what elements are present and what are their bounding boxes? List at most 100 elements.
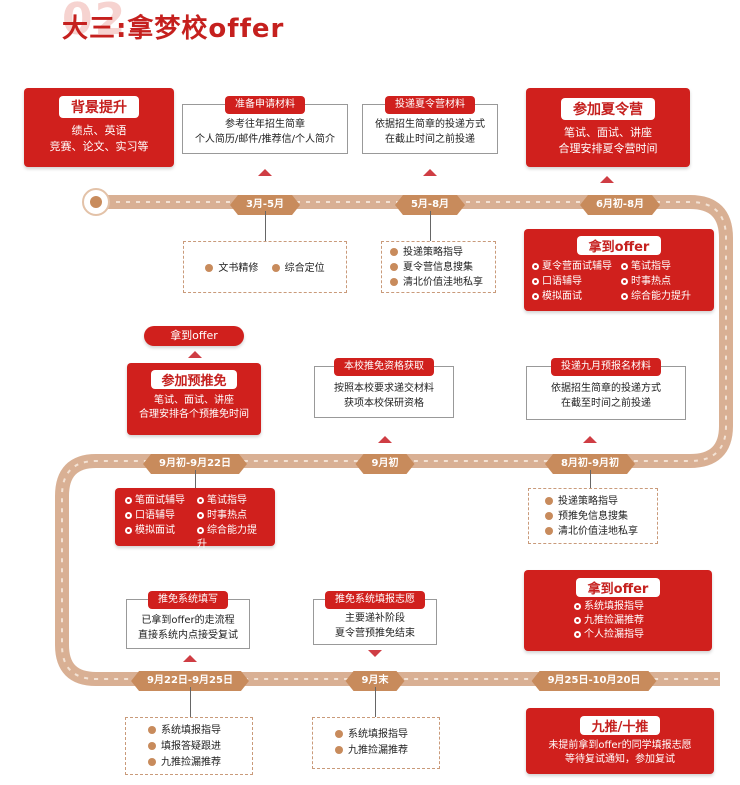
summer-camp-box: 参加夏令营 笔试、面试、讲座 合理安排夏令营时间 [526, 88, 690, 167]
service-box-submit: 投递策略指导 夏令营信息搜集 清北价值洼地私享 [381, 241, 496, 293]
service-item: 口语辅导 [125, 509, 193, 523]
arrow-up-icon [183, 655, 197, 662]
bullet-icon [390, 263, 398, 271]
summer-submit-line1: 依据招生简章的投递方式 [375, 119, 485, 130]
preexempt-line2: 合理安排各个预推免时间 [139, 409, 249, 420]
bullet-icon [335, 730, 343, 738]
arrow-up-icon [583, 436, 597, 443]
bullet-icon [390, 248, 398, 256]
offer-item: 模拟面试 [532, 290, 617, 304]
service-item: 九推捡漏推荐 [335, 743, 439, 759]
arrow-down-icon [368, 650, 382, 657]
arrow-up-icon [188, 351, 202, 358]
arrow-up-icon [600, 176, 614, 183]
offer-item: 综合能力提升 [621, 290, 706, 304]
bullet-icon [532, 278, 539, 285]
prep-materials-tag: 准备申请材料 [225, 96, 305, 114]
background-boost-line1: 绩点、英语 [71, 124, 127, 137]
section-number: 02 [62, 0, 128, 45]
background-boost-line2: 竞赛、论文、实习等 [49, 140, 149, 153]
bullet-icon [125, 497, 132, 504]
timeline-label-sep-early: 9月初 [356, 454, 415, 474]
fill-volunteer-line1: 主要递补阶段 [345, 613, 405, 624]
background-boost-box: 背景提升 绩点、英语 竞赛、论文、实习等 [24, 88, 174, 167]
bullet-icon [125, 527, 132, 534]
bullet-icon [574, 603, 581, 610]
timeline-label-sep-early-22: 9月初-9月22日 [143, 454, 247, 474]
offer-item: 九推捡漏推荐 [574, 614, 712, 628]
arrow-up-icon [258, 169, 272, 176]
bullet-icon [545, 512, 553, 520]
bullet-icon [621, 293, 628, 300]
offer-box-system: 拿到offer 系统填报指导 九推捡漏推荐 个人捡漏指导 [524, 570, 712, 651]
service-item: 清北价值洼地私享 [390, 275, 495, 290]
bullet-icon [148, 726, 156, 734]
preexempt-title: 参加预推免 [151, 370, 237, 389]
service-item: 模拟面试 [125, 524, 193, 552]
service-item: 时事热点 [197, 509, 265, 523]
preexempt-service-box: 笔面试辅导 笔试指导 口语辅导 时事热点 模拟面试 综合能力提升 [115, 488, 275, 550]
preexempt-line1: 笔试、面试、讲座 [154, 395, 234, 406]
connector-line [190, 687, 191, 717]
fill-volunteer-tag: 推免系统填报志愿 [325, 591, 425, 609]
prep-materials-line1: 参考往年招生简章 [225, 119, 305, 130]
sept-submit-tag: 投递九月预报名材料 [551, 358, 661, 376]
bullet-icon [621, 263, 628, 270]
bullet-icon [197, 527, 204, 534]
offer-item: 夏令营面试辅导 [532, 260, 617, 274]
arrow-up-icon [378, 436, 392, 443]
timeline-label-sep22-25: 9月22日-9月25日 [131, 671, 249, 691]
sept-submit-line1: 依据招生简章的投递方式 [551, 383, 661, 394]
connector-line [265, 211, 266, 241]
connector-line [590, 470, 591, 488]
final-round-box: 九推/十推 未提前拿到offer的同学填报志愿 等待复试通知，参加复试 [526, 708, 714, 774]
service-item: 笔试指导 [197, 494, 265, 508]
sept-submit-box: 投递九月预报名材料 依据招生简章的投递方式 在截至时间之前投递 [526, 358, 686, 420]
offer-tag-preexempt: 拿到offer [144, 326, 244, 346]
preexempt-box: 参加预推免 笔试、面试、讲座 合理安排各个预推免时间 [127, 363, 261, 435]
timeline-label-sep25-oct20: 9月25日-10月20日 [532, 671, 657, 691]
service-item: 系统填报指导 [148, 723, 252, 739]
prep-materials-line2: 个人简历/邮件/推荐信/个人简介 [194, 134, 336, 145]
offer-item: 口语辅导 [532, 275, 617, 289]
qualification-box: 本校推免资格获取 按照本校要求递交材料 获项本校保研资格 [314, 358, 454, 418]
system-service-box: 系统填报指导 填报答疑跟进 九推捡漏推荐 [125, 717, 253, 775]
service-item: 填报答疑跟进 [148, 739, 252, 755]
bullet-icon [545, 497, 553, 505]
bullet-icon [621, 278, 628, 285]
service-item: 综合定位 [271, 263, 325, 274]
bullet-icon [574, 617, 581, 624]
bullet-icon [532, 293, 539, 300]
final-round-line1: 未提前拿到offer的同学填报志愿 [548, 740, 692, 751]
sept-submit-line2: 在截至时间之前投递 [561, 398, 651, 409]
offer-item: 系统填报指导 [574, 600, 712, 614]
bullet-icon [545, 527, 553, 535]
connector-line [430, 211, 431, 241]
service-item: 九推捡漏推荐 [148, 755, 252, 771]
bullet-icon [125, 512, 132, 519]
bullet-icon [574, 631, 581, 638]
summer-submit-line2: 在截止时间之前投递 [385, 134, 475, 145]
qualification-line1: 按照本校要求递交材料 [334, 383, 434, 394]
bullet-icon [390, 278, 398, 286]
timeline-label-aug-sep: 8月初-9月初 [545, 454, 635, 474]
fill-volunteer-line2: 夏令营预推免结束 [335, 628, 415, 639]
bullet-icon [148, 758, 156, 766]
system-fill-tag: 推免系统填写 [148, 591, 228, 609]
arrow-up-icon [423, 169, 437, 176]
connector-line [375, 687, 376, 717]
service-item: 综合能力提升 [197, 525, 257, 550]
summer-camp-title: 参加夏令营 [561, 98, 655, 120]
system-fill-box: 推免系统填写 已拿到offer的走流程 直接系统内点接受复试 [126, 591, 250, 649]
bullet-icon [335, 746, 343, 754]
offer-title: 拿到offer [576, 236, 662, 255]
service-item: 投递策略指导 [390, 245, 495, 260]
final-round-title: 九推/十推 [579, 716, 661, 735]
offer-box-summer: 拿到offer 夏令营面试辅导 笔试指导 口语辅导 时事热点 模拟面试 综合能力… [524, 229, 714, 311]
bullet-icon [148, 742, 156, 750]
bullet-icon [205, 264, 214, 272]
bullet-icon [197, 512, 204, 519]
timeline-label-may-aug: 5月-8月 [395, 195, 465, 215]
fill-volunteer-box: 推免系统填报志愿 主要递补阶段 夏令营预推免结束 [313, 591, 437, 645]
